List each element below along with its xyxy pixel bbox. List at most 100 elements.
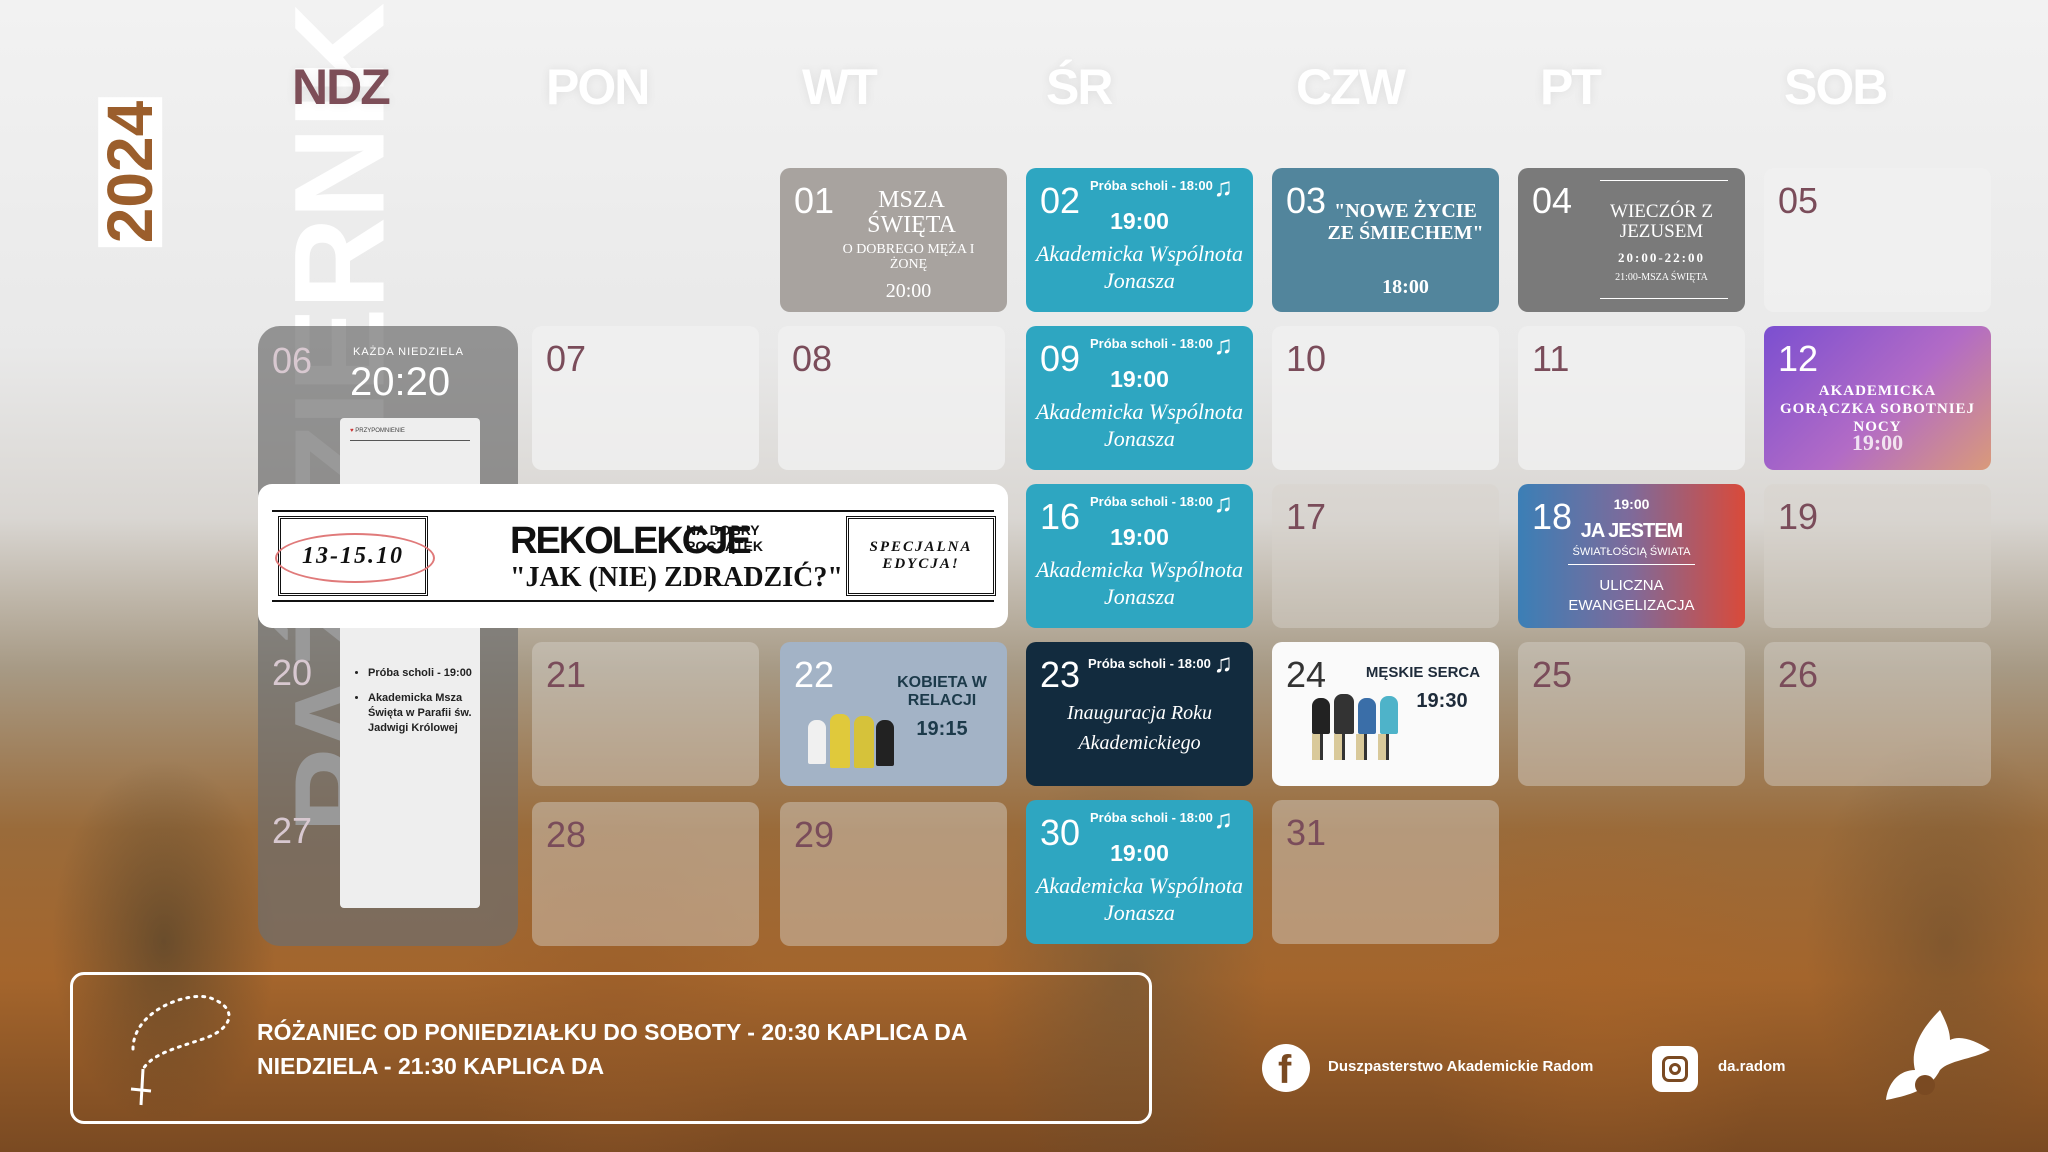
day-number: 11 xyxy=(1532,338,1570,379)
day-cell-22[interactable]: 22 KOBIETA W RELACJI 19:15 xyxy=(780,642,1007,786)
day-number: 26 xyxy=(1778,654,1819,695)
music-note-icon: ♫ xyxy=(1213,488,1234,518)
event-time: 19:00 xyxy=(1110,524,1169,550)
day-cell-16[interactable]: 16 Próba scholi - 18:00 ♫ 19:00 Akademic… xyxy=(1026,484,1253,628)
divider xyxy=(350,440,470,441)
month-title: PAŹDZIERNIK 2024 xyxy=(60,5,411,960)
day-number: 01 xyxy=(794,180,835,221)
event-time: 19:30 xyxy=(1416,690,1468,712)
instagram-icon[interactable] xyxy=(1652,1046,1698,1092)
schola-label: Próba scholi - 18:00 xyxy=(1090,810,1213,825)
day-number: 07 xyxy=(546,338,587,379)
rosary-weekdays: RÓŻANIEC OD PONIEDZIAŁKU DO SOBOTY - 20:… xyxy=(257,1019,968,1045)
event-title: Inauguracja Roku Akademickiego xyxy=(1067,702,1212,754)
day-cell-12[interactable]: 12 AKADEMICKA GORĄCZKA SOBOTNIEJ NOCY 19… xyxy=(1764,326,1991,470)
event-time: 18:00 xyxy=(1382,276,1429,298)
sunday-list: Próba scholi - 19:00 Akademicka Msza Świ… xyxy=(354,666,476,736)
music-note-icon: ♫ xyxy=(1213,648,1234,678)
reminder-label: ♥ PRZYPOMNIENIE xyxy=(350,428,405,434)
day-cell-17[interactable]: 17 xyxy=(1272,484,1499,628)
day-cell-21[interactable]: 21 xyxy=(532,642,759,786)
day-cell-01[interactable]: 01 MSZA ŚWIĘTA O DOBREGO MĘŻA I ŻONĘ 20:… xyxy=(780,168,1007,312)
day-number: 10 xyxy=(1286,338,1327,379)
day-cell-03[interactable]: 03 "NOWE ŻYCIE ZE ŚMIECHEM" 18:00 xyxy=(1272,168,1499,312)
women-illustration xyxy=(808,700,898,780)
retreat-dates-box: 13-15.10 xyxy=(275,516,435,596)
special-edition-box: SPECJALNA EDYCJA! xyxy=(846,516,996,596)
event-subtitle: O DOBREGO MĘŻA I ŻONĘ xyxy=(842,242,975,272)
facebook-link[interactable]: Duszpasterstwo Akademickie Radom xyxy=(1328,1058,1594,1075)
day-number: 24 xyxy=(1286,654,1327,695)
event-time: 20:00 xyxy=(885,280,932,302)
divider xyxy=(1600,180,1728,181)
day-number: 02 xyxy=(1040,180,1081,221)
day-cell-11[interactable]: 11 xyxy=(1518,326,1745,470)
day-cell-04[interactable]: 04 WIECZÓR Z JEZUSEM 20:00-22:00 21:00-M… xyxy=(1518,168,1745,312)
day-cell-09[interactable]: 09 Próba scholi - 18:00 ♫ 19:00 Akademic… xyxy=(1026,326,1253,470)
sunday-time: 20:20 xyxy=(350,360,451,404)
day-header-sat: SOB xyxy=(1784,59,1888,115)
day-cell-25[interactable]: 25 xyxy=(1518,642,1745,786)
event-subtitle: 21:00-MSZA ŚWIĘTA xyxy=(1615,272,1708,283)
event-title: Akademicka Wspólnota Jonasza xyxy=(1035,399,1244,451)
day-number: 18 xyxy=(1532,496,1573,537)
event-title: MĘSKIE SERCA xyxy=(1365,664,1481,681)
instagram-link[interactable]: da.radom xyxy=(1718,1058,1786,1075)
day-number: 08 xyxy=(792,338,833,379)
day-cell-26[interactable]: 26 xyxy=(1764,642,1991,786)
day-cell-23[interactable]: 23 Próba scholi - 18:00 ♫ Inauguracja Ro… xyxy=(1026,642,1253,786)
sunday-column: 06 KAŻDA NIEDZIELA 20:20 ♥ PRZYPOMNIENIE… xyxy=(258,326,518,946)
day-header-sun: NDZ xyxy=(292,59,391,115)
event-description: ULICZNA EWANGELIZACJA xyxy=(1568,577,1695,614)
list-item: Próba scholi - 19:00 xyxy=(368,666,476,681)
day-number: 16 xyxy=(1040,496,1081,537)
music-note-icon: ♫ xyxy=(1213,172,1234,202)
facebook-icon[interactable]: f xyxy=(1262,1044,1310,1092)
schola-label: Próba scholi - 18:00 xyxy=(1090,178,1213,193)
every-sunday-label: KAŻDA NIEDZIELA xyxy=(353,346,464,358)
day-cell-28[interactable]: 28 xyxy=(532,802,759,946)
rosary-info-box: RÓŻANIEC OD PONIEDZIAŁKU DO SOBOTY - 20:… xyxy=(70,972,1152,1124)
list-item: Akademicka Msza Święta w Parafii św. Jad… xyxy=(368,691,476,736)
day-cell-05[interactable]: 05 xyxy=(1764,168,1991,312)
day-number: 20 xyxy=(272,652,313,693)
event-title: "NOWE ŻYCIE ZE ŚMIECHEM" xyxy=(1327,200,1484,244)
day-cell-18[interactable]: 18 19:00 JA JESTEM ŚWIATŁOŚCIĄ ŚWIATA UL… xyxy=(1518,484,1745,628)
day-header-mon: PON xyxy=(546,59,650,115)
event-time: 19:00 xyxy=(1110,366,1169,392)
day-cell-07[interactable]: 07 xyxy=(532,326,759,470)
divider xyxy=(272,510,994,512)
men-illustration xyxy=(1312,690,1412,770)
day-number: 22 xyxy=(794,654,835,695)
day-cell-29[interactable]: 29 xyxy=(780,802,1007,946)
retreat-title: REKOLEKCJE xyxy=(510,520,752,562)
day-number: 12 xyxy=(1778,338,1819,379)
day-cell-19[interactable]: 19 xyxy=(1764,484,1991,628)
divider xyxy=(1568,564,1695,565)
event-title: AKADEMICKA GORĄCZKA SOBOTNIEJ NOCY xyxy=(1779,383,1976,435)
day-number: 17 xyxy=(1286,496,1327,537)
day-number: 09 xyxy=(1040,338,1081,379)
schola-label: Próba scholi - 18:00 xyxy=(1088,656,1211,671)
day-number: 31 xyxy=(1286,812,1327,853)
event-title: WIECZÓR Z JEZUSEM xyxy=(1610,201,1713,242)
day-number: 04 xyxy=(1532,180,1573,221)
rosary-icon xyxy=(130,994,231,1106)
day-cell-08[interactable]: 08 xyxy=(778,326,1005,470)
music-note-icon: ♫ xyxy=(1213,804,1234,834)
year-label: 2024 xyxy=(94,96,166,248)
day-cell-24[interactable]: 24 MĘSKIE SERCA 19:30 xyxy=(1272,642,1499,786)
event-time: 19:15 xyxy=(916,718,968,740)
day-cell-30[interactable]: 30 Próba scholi - 18:00 ♫ 19:00 Akademic… xyxy=(1026,800,1253,944)
day-number: 21 xyxy=(546,654,587,695)
day-cell-10[interactable]: 10 xyxy=(1272,326,1499,470)
day-cell-31[interactable]: 31 xyxy=(1272,800,1499,944)
day-number: 29 xyxy=(794,814,835,855)
day-cell-02[interactable]: 02 Próba scholi - 18:00 ♫ 19:00 Akademic… xyxy=(1026,168,1253,312)
day-number: 19 xyxy=(1778,496,1819,537)
event-title: KOBIETA W RELACJI xyxy=(897,674,987,709)
day-number: 03 xyxy=(1286,180,1327,221)
day-number: 23 xyxy=(1040,654,1081,695)
day-number: 06 xyxy=(272,340,313,381)
